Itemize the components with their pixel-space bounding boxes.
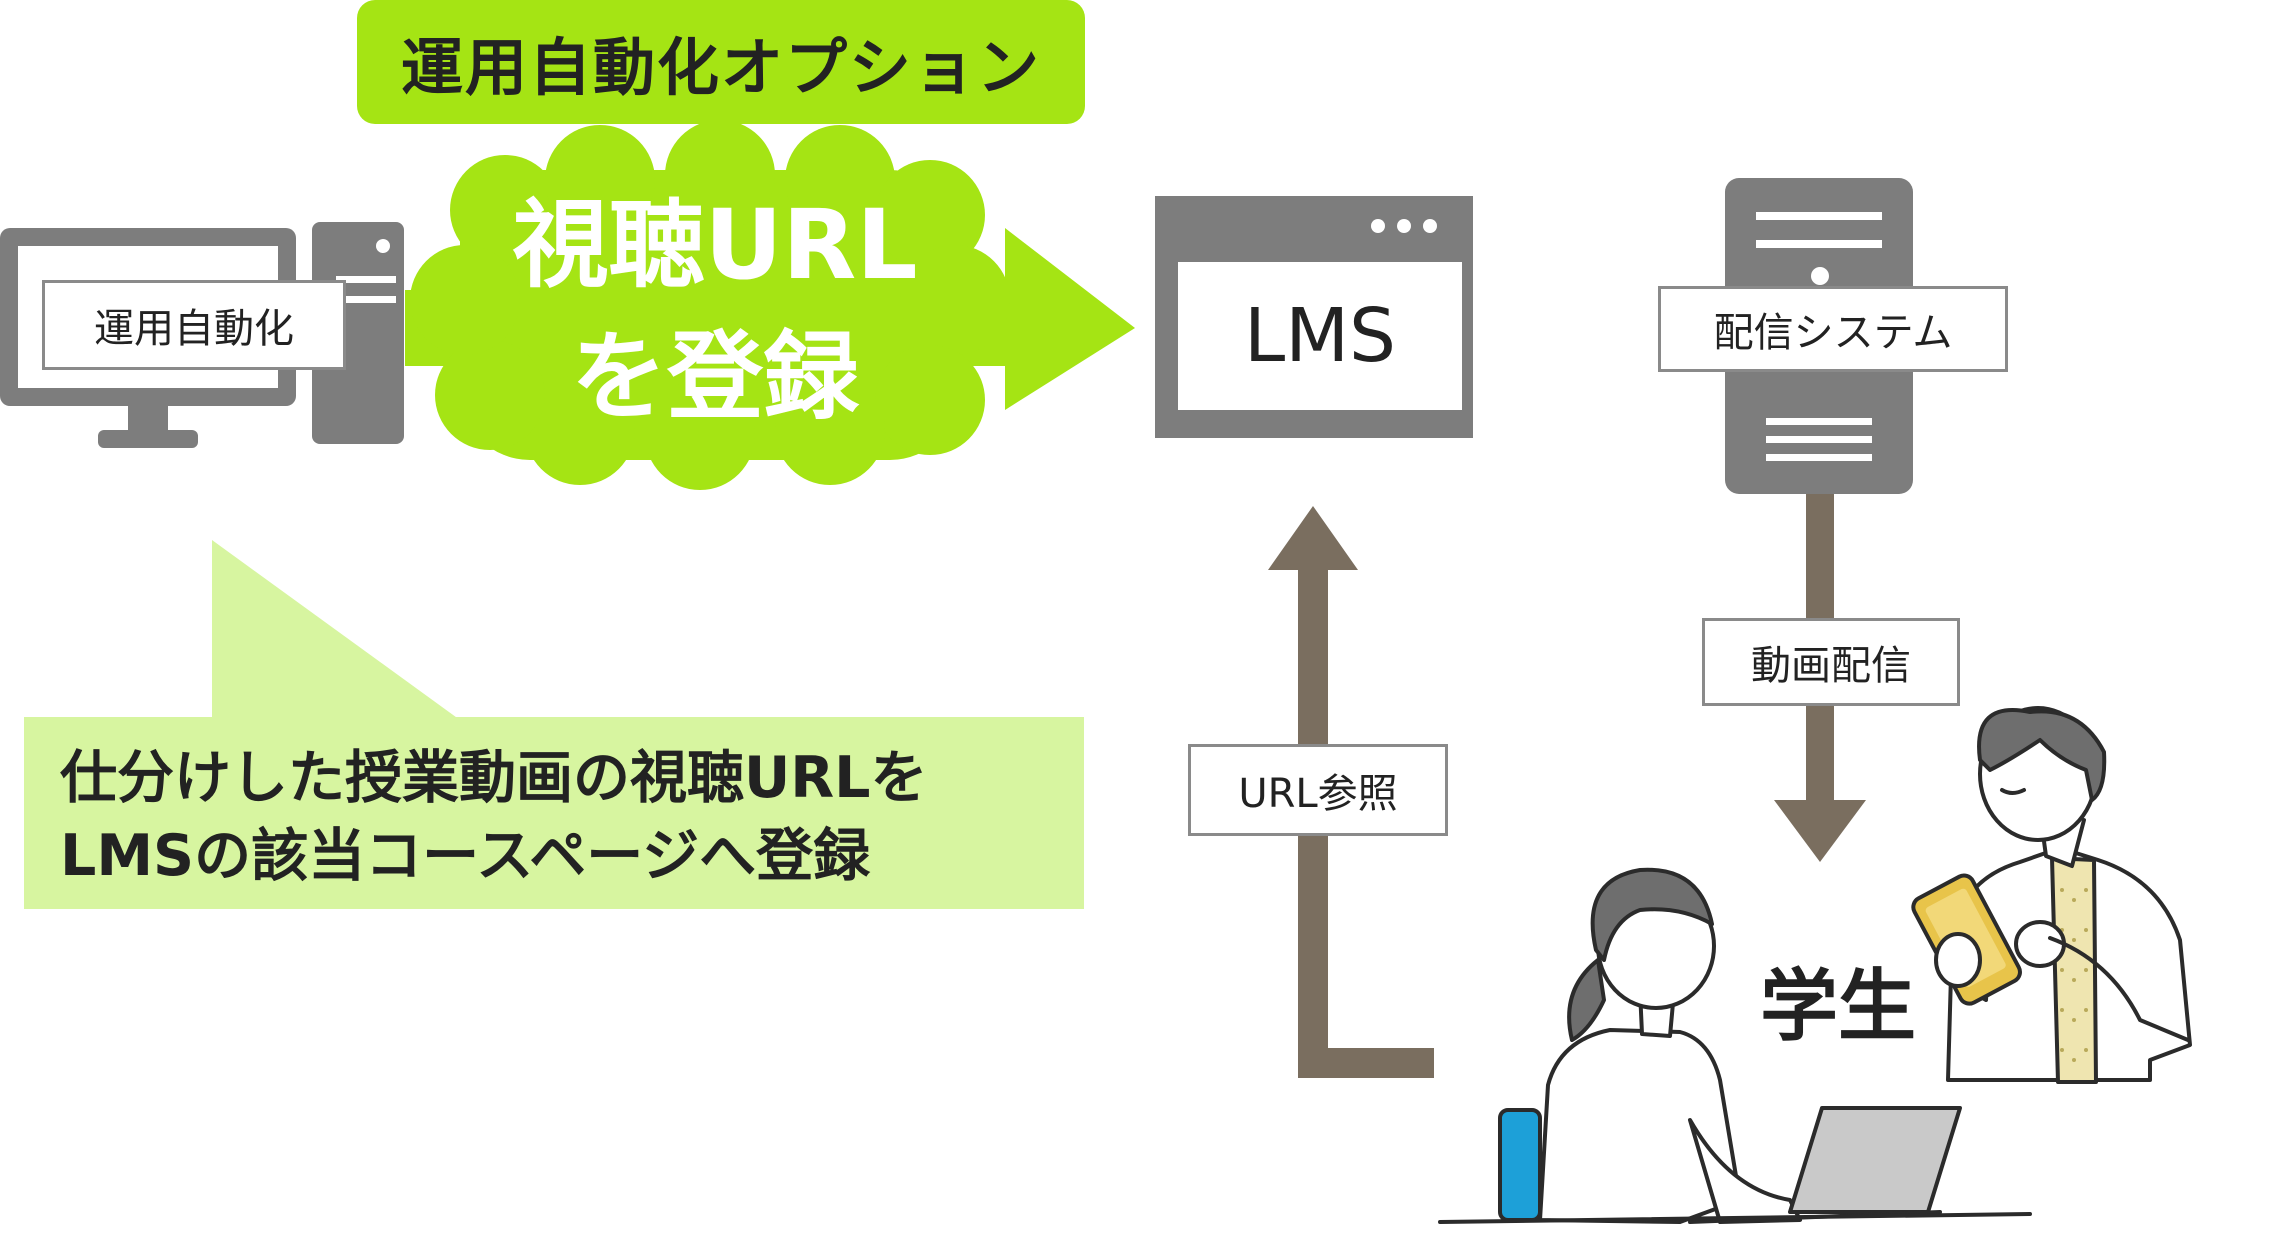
register-url-line1: 視聴URL	[512, 189, 918, 301]
option-header-text: 運用自動化オプション	[400, 31, 1041, 104]
automation-label-text: 運用自動化	[94, 306, 294, 352]
female-student-figure	[1498, 867, 1802, 1224]
delivery-system-label-box: 配信システム	[1658, 286, 2008, 372]
student-label: 学生	[1759, 962, 1916, 1052]
callout-line2: LMSの該当コースページへ登録	[60, 823, 871, 889]
laptop-icon	[1688, 1106, 1962, 1224]
students-illustration	[1438, 706, 2192, 1224]
callout-box: 仕分けした授業動画の視聴URLを LMSの該当コースページへ登録	[24, 717, 1084, 909]
male-student-figure	[1911, 706, 2192, 1084]
lms-label: LMS	[1178, 262, 1462, 410]
video-delivery-label-box: 動画配信	[1702, 618, 1960, 706]
url-reference-label-text: URL参照	[1238, 771, 1398, 817]
callout-line1: 仕分けした授業動画の視聴URLを	[60, 745, 928, 811]
option-header-badge: 運用自動化オプション	[357, 0, 1085, 124]
register-cloud-shape	[410, 120, 1010, 490]
register-url-line2: を登録	[571, 321, 859, 433]
callout-tail-shape	[212, 540, 460, 720]
delivery-system-label-text: 配信システム	[1713, 310, 1953, 356]
automation-label-box: 運用自動化	[42, 280, 346, 370]
url-reference-label-box: URL参照	[1188, 744, 1448, 836]
video-delivery-label-text: 動画配信	[1751, 643, 1911, 689]
